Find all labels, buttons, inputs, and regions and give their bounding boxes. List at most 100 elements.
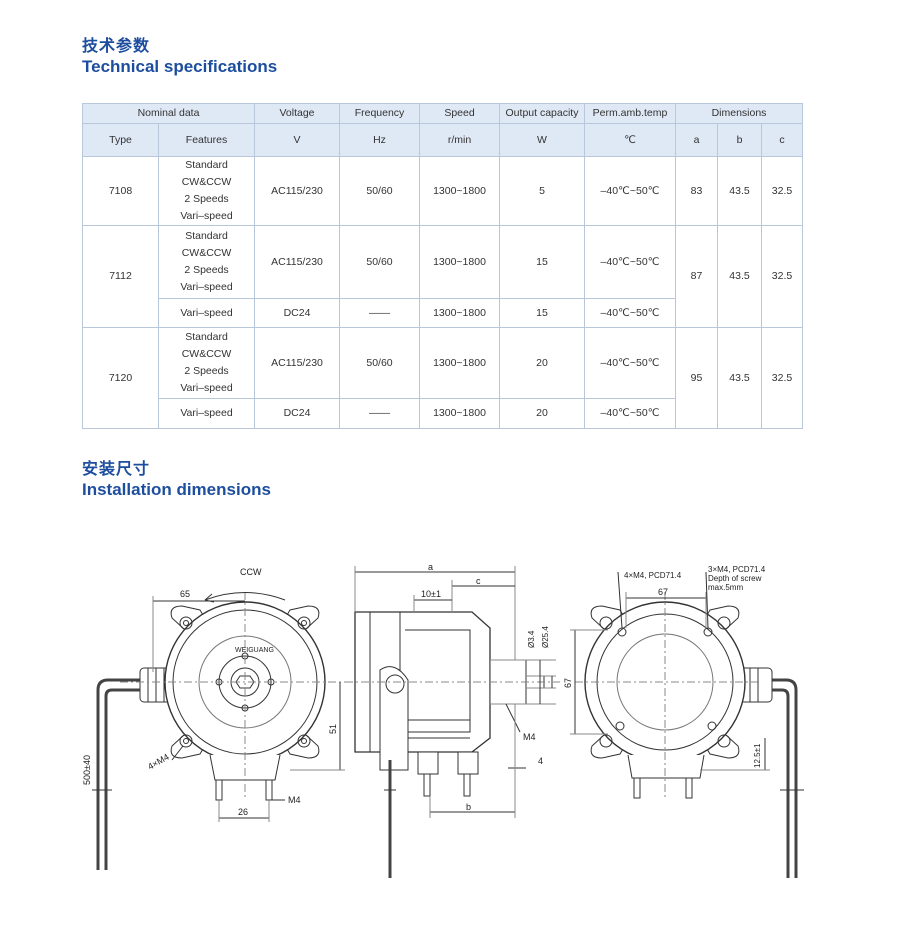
leader-line [705,571,709,629]
dim-c-label: c [476,576,481,586]
cell-voltage: AC115/230 [254,225,340,299]
motor-body-side [354,611,491,753]
install-heading: 安装尺寸 Installation dimensions [82,459,271,501]
dim-65-label: 65 [180,589,190,599]
header-frequency: Frequency [339,103,420,124]
cell-b: 43.5 [717,225,762,328]
side-m4-label: M4 [523,732,536,742]
stator-line [405,719,470,739]
cell-features: Standard CW&CCW 2 Speeds Vari–speed [158,327,255,399]
terminal-pin [633,777,641,799]
cell-temp: –40℃~50℃ [584,398,676,429]
cell-output: 5 [499,156,585,226]
cell-temp: –40℃~50℃ [584,156,676,226]
side-view-drawing [345,566,560,878]
terminal-block [209,754,281,781]
table-row: 7120 Standard CW&CCW 2 Speeds Vari–speed… [82,327,804,429]
cable [750,678,798,878]
subheader-c: c [760,123,804,157]
cell-voltage: AC115/230 [254,156,340,226]
mounting-ear [704,605,740,641]
cell-a: 87 [675,225,718,328]
hub-bolt [267,678,275,686]
cell-output: 20 [499,327,585,399]
install-heading-zh: 安装尺寸 [82,459,151,478]
mounting-ear [170,605,206,641]
feature-line: Standard [185,230,228,242]
mount-hole [717,616,731,630]
cell-a: 83 [675,156,718,226]
cell-c: 32.5 [760,327,804,429]
cell-b: 43.5 [717,156,762,226]
cable-gland [139,667,175,703]
screw-hole [617,627,627,637]
dim-67-side-label: 67 [563,678,573,688]
feature-line: Vari–speed [180,281,233,293]
mount-hole [599,734,613,748]
shaft-boss [489,659,527,705]
subheader-voltage: V [254,123,340,157]
front-view-drawing [92,592,345,870]
cell-features: Vari–speed [158,398,255,429]
hub-bolt [241,652,249,660]
mounting-ear [704,723,740,759]
dim-4-label: 4 [538,756,543,766]
cell-voltage: DC24 [254,298,340,328]
dim-51-label: 51 [328,724,338,734]
shaft [525,675,545,689]
depth-label-1: Depth of screw [708,574,762,583]
mount-hole [179,616,193,630]
dia-254-label: Ø25.4 [541,626,550,648]
ccw-arrow-head [204,593,215,603]
dim-125-label: 12.5±1 [753,743,762,768]
cell-speed: 1300~1800 [419,298,500,328]
cell-frequency: —— [339,398,420,429]
cable-gland [739,667,773,703]
header-temp: Perm.amb.temp [584,103,676,124]
header-voltage: Voltage [254,103,340,124]
leader-line [171,745,184,761]
mount-hole [297,616,311,630]
cell-voltage: AC115/230 [254,327,340,399]
group-header-row: Nominal data Voltage Frequency Speed Out… [82,103,804,124]
table-row: Vari–speed DC24 —— 1300~1800 15 –40℃~50℃ [83,298,803,328]
dim-a-label: a [428,562,433,572]
cell-frequency: 50/60 [339,225,420,299]
cell-voltage: DC24 [254,398,340,429]
mount-hole-center [301,738,307,744]
feature-line: Vari–speed [180,382,233,394]
dim-26-label: 26 [238,807,248,817]
cell-type: 7108 [82,156,159,226]
feature-line: 2 Speeds [184,264,229,276]
terminal-pin [423,773,431,797]
cell-features: Standard CW&CCW 2 Speeds Vari–speed [158,156,255,226]
spec-heading-en: Technical specifications [82,57,278,76]
housing-ring [172,609,318,755]
mounting-ear [590,605,626,641]
rear-holes-label: 3×M4, PCD71.4 [708,565,766,574]
dim-b-label: b [466,802,471,812]
housing-inner-ring [198,635,292,729]
install-heading-en: Installation dimensions [82,480,271,499]
screw-hole [707,721,717,731]
mount-hole-center [183,620,189,626]
cell-speed: 1300~1800 [419,327,500,399]
cell-type: 7120 [82,327,159,429]
sub-header-row: Type Features V Hz r/min W ℃ a b c [82,123,804,157]
cell-b: 43.5 [717,327,762,429]
cell-features: Vari–speed [158,298,255,328]
table-row: Vari–speed DC24 —— 1300~1800 20 –40℃~50℃ [83,398,803,429]
terminal [417,751,439,775]
cell-features: Standard CW&CCW 2 Speeds Vari–speed [158,225,255,299]
hub-ring [218,655,272,709]
header-dimensions: Dimensions [674,103,804,124]
mount-hole [599,616,613,630]
terminal-block [627,754,705,779]
front-holes-label: 4×M4, PCD71.4 [624,571,682,580]
rear-inner-ring [616,633,714,731]
rear-view-drawing [570,571,804,878]
terminal [457,751,479,775]
feature-line: 2 Speeds [184,193,229,205]
spec-heading-zh: 技术参数 [82,36,151,55]
feature-line: CW&CCW [181,176,232,188]
